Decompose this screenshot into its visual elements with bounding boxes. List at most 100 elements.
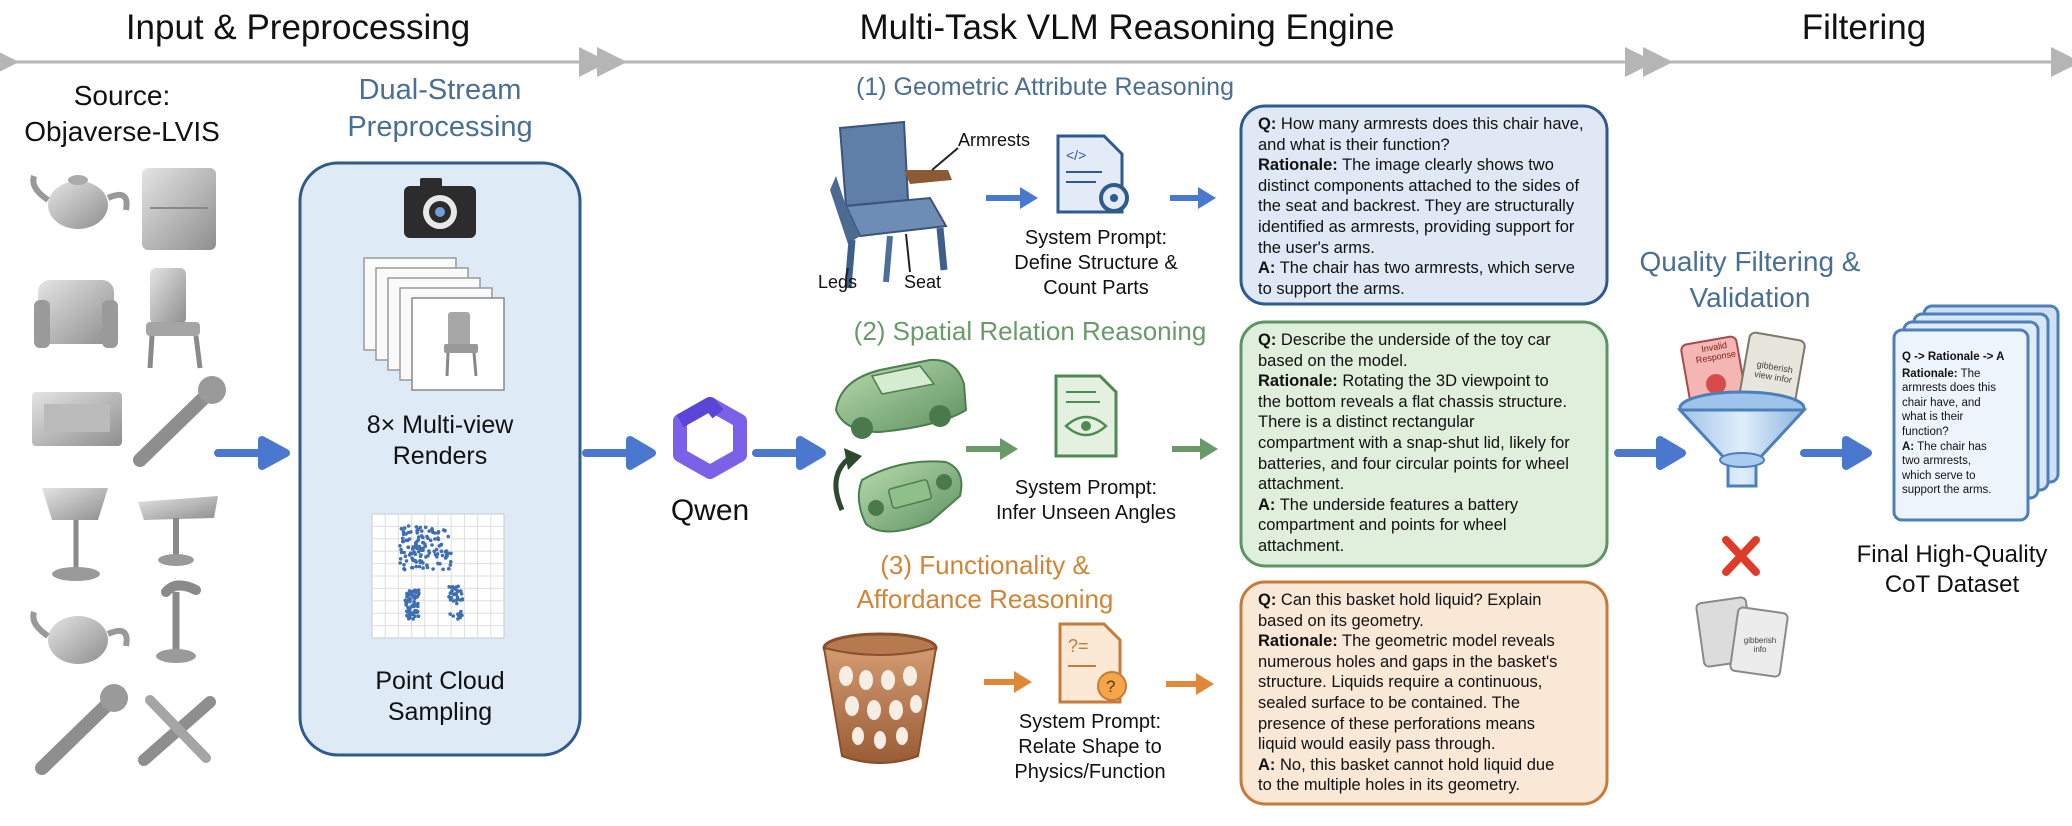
- point-cloud-point: [446, 551, 450, 555]
- task-function-title-line2: Affordance Reasoning: [856, 584, 1114, 614]
- rationale-label: Rationale:: [1258, 372, 1338, 391]
- qa-geometric-text: Q: How many armrests does this chair hav…: [1258, 114, 1598, 299]
- fr-line: The: [1957, 367, 1981, 380]
- source-label: Source: Objaverse-LVIS: [0, 78, 244, 150]
- prompt-geometric-line3: Count Parts: [1043, 277, 1149, 299]
- r-line: identified as armrests, providing suppor…: [1258, 217, 1575, 236]
- q-line: and what is their function?: [1258, 135, 1450, 154]
- fa-line: support the arms.: [1902, 484, 1992, 497]
- point-cloud-point: [404, 532, 408, 536]
- a-line: The chair has two armrests, which serve: [1275, 259, 1575, 278]
- task-spatial-title: (2) Spatial Relation Reasoning: [853, 316, 1207, 346]
- final-dataset-stack: [1892, 304, 2060, 522]
- point-cloud-point: [425, 563, 429, 567]
- arrow-filter-to-final: [1800, 436, 1872, 470]
- point-cloud-point: [414, 610, 418, 614]
- r-line: Rotating the 3D viewpoint to: [1337, 372, 1549, 391]
- point-cloud-line1: Point Cloud: [375, 667, 505, 695]
- point-cloud-point: [455, 601, 459, 606]
- point-cloud-point: [420, 529, 424, 533]
- arrow-prompt-to-qa-1: [1170, 187, 1216, 209]
- rationale-label: Rationale:: [1258, 632, 1338, 651]
- task-function-title: (3) Functionality & Affordance Reasoning: [820, 548, 1150, 616]
- point-cloud-point: [427, 529, 432, 533]
- point-cloud-point: [399, 526, 404, 531]
- point-cloud-point: [415, 528, 419, 533]
- svg-text:?=: ?=: [1068, 636, 1089, 656]
- arrow-tasks-to-filter: [1614, 436, 1686, 470]
- document-question-icon: ?= ?: [1058, 622, 1127, 704]
- qa-function-answer: A: No, this basket cannot hold liquid du…: [1258, 755, 1598, 796]
- prompt-function-line1: System Prompt:: [1018, 711, 1162, 733]
- renders-line2: Renders: [392, 442, 488, 470]
- rejected-line1: gibberish: [1743, 636, 1777, 645]
- point-cloud-point: [448, 598, 453, 602]
- point-cloud-point: [449, 590, 454, 595]
- qa-spatial-text: Q: Describe the underside of the toy car…: [1258, 330, 1598, 557]
- q-line: How many armrests does this chair have,: [1276, 115, 1584, 133]
- point-cloud-point: [407, 589, 412, 593]
- point-cloud-point: [416, 593, 420, 598]
- point-cloud-point: [416, 614, 421, 618]
- point-cloud-point: [428, 538, 433, 543]
- armrests-leader: [931, 147, 959, 171]
- a-line: compartment and points for wheel: [1258, 516, 1507, 535]
- point-cloud-point: [435, 554, 439, 559]
- arrow-prompt-to-qa-3: [1166, 673, 1214, 695]
- r-line: batteries, and four circular points for …: [1258, 454, 1569, 473]
- r-line: numerous holes and gaps in the basket's: [1258, 652, 1558, 671]
- fr-line: function?: [1902, 425, 1949, 438]
- point-cloud-point: [408, 597, 412, 601]
- point-cloud-point: [411, 558, 415, 563]
- r-line: compartment with a snap-shut lid, likely…: [1258, 433, 1570, 452]
- qa-box-geometric: [1239, 104, 1609, 306]
- point-cloud-point: [400, 536, 405, 541]
- arrow-source-to-preprocess: [214, 436, 290, 470]
- r-line: sealed surface to be contained. The: [1258, 693, 1521, 712]
- point-cloud-point: [410, 565, 414, 570]
- point-cloud-point: [430, 527, 434, 531]
- point-cloud-point: [399, 550, 404, 555]
- point-cloud-point: [446, 534, 451, 539]
- a-line: to support the arms.: [1258, 279, 1405, 298]
- point-cloud-point: [423, 544, 428, 548]
- point-cloud-point: [436, 536, 440, 540]
- point-cloud-point: [439, 549, 444, 553]
- point-cloud-point: [410, 604, 415, 608]
- point-cloud-point: [414, 543, 419, 547]
- point-cloud-point: [458, 611, 463, 616]
- q-line: Can this basket hold liquid? Explain: [1276, 591, 1542, 609]
- header-filtering: Filtering: [1801, 8, 1927, 47]
- prompt-spatial-line2: Infer Unseen Angles: [995, 502, 1177, 524]
- a-line: No, this basket cannot hold liquid due: [1275, 755, 1555, 774]
- point-cloud-point: [403, 598, 408, 603]
- point-cloud-point: [414, 560, 419, 564]
- fr-line: chair have, and: [1902, 396, 1981, 409]
- r-line: The image clearly shows two: [1337, 156, 1554, 175]
- a-line: to the multiple holes in its geometry.: [1258, 776, 1520, 795]
- point-cloud-point: [399, 547, 403, 552]
- point-cloud-point: [460, 597, 465, 602]
- point-cloud-point: [454, 592, 459, 597]
- point-cloud-point: [426, 554, 430, 558]
- point-cloud-point: [414, 564, 419, 569]
- qa-spatial-question: Q: Describe the underside of the toy car…: [1258, 330, 1598, 371]
- document-eye-icon: [1054, 374, 1118, 458]
- r-line: structure. Liquids require a continuous,: [1258, 673, 1543, 692]
- point-cloud-point: [402, 526, 407, 530]
- a-line: attachment.: [1258, 536, 1345, 555]
- prompt-geometric-line2: Define Structure &: [1014, 252, 1178, 274]
- r-line: the bottom reveals a flat chassis struct…: [1258, 392, 1568, 411]
- arrow-prompt-to-qa-2: [1172, 438, 1218, 460]
- point-cloud-point: [413, 552, 418, 556]
- point-cloud-point: [456, 617, 460, 621]
- point-cloud-point: [416, 535, 421, 539]
- point-cloud-point: [417, 564, 422, 569]
- final-answer-label: A:: [1902, 440, 1915, 453]
- point-cloud-point: [421, 566, 425, 570]
